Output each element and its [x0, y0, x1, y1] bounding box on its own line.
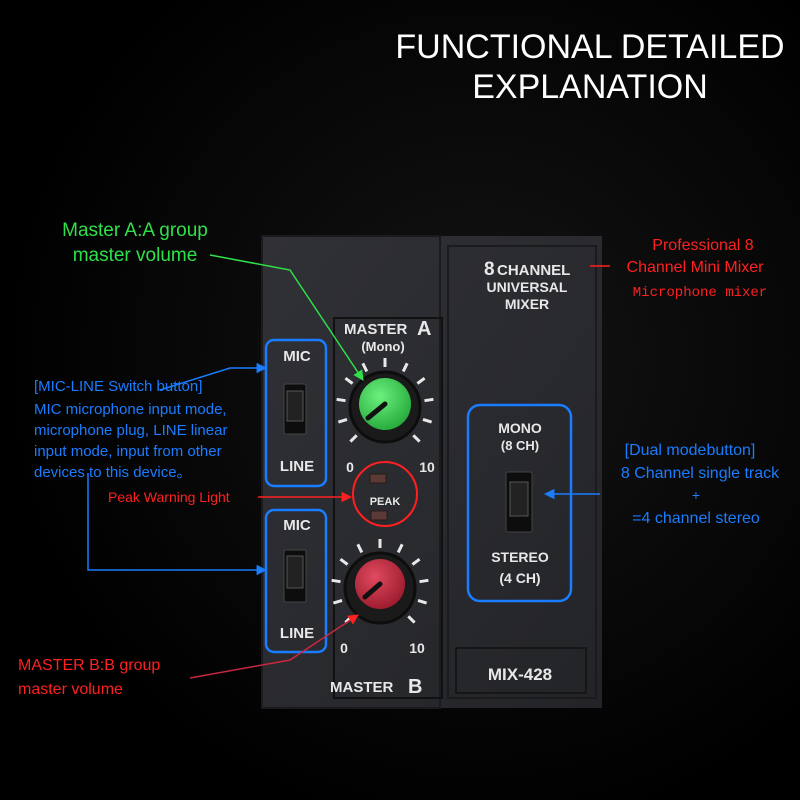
knob-b-scale-tick [332, 598, 343, 605]
panel-body [262, 236, 602, 708]
knob-a-scale-tick [349, 434, 358, 443]
annot-master-b-line-2: master volume [18, 681, 123, 698]
panel-right-section [447, 245, 597, 699]
brand-line-1: CHANNEL [497, 262, 570, 279]
mic-line-switch-b[interactable] [283, 549, 307, 603]
knob-a-scale-tick [416, 376, 426, 385]
knob-b-max-label: 10 [409, 640, 425, 656]
connector-lines [87, 254, 610, 679]
mic-line-switch-a[interactable] [283, 383, 307, 435]
switch-a-line-label: LINE [280, 458, 314, 475]
mode-switch-handle [509, 481, 529, 517]
connector-master-a [209, 254, 364, 381]
knob-b-scale-tick [339, 557, 349, 566]
peak-highlight-circle [352, 461, 418, 527]
knob-a-scale-tick [344, 376, 354, 385]
connector-switch-b [87, 473, 268, 576]
peak-led-bottom [370, 510, 388, 521]
knob-a-scale-tick [337, 417, 348, 424]
annot-mic-line-5: devices to this device。 [34, 464, 192, 481]
mono-stereo-switch[interactable] [505, 471, 533, 533]
knob-b-scale-tick [419, 578, 429, 584]
brand-line-3: MIXER [505, 296, 549, 312]
annot-peak: Peak Warning Light [108, 489, 230, 505]
knob-b-pointer [362, 581, 383, 600]
mixer-panel [261, 235, 602, 709]
master-a-mono-label: (Mono) [361, 339, 404, 354]
annot-mic-line-4: input mode, input from other [34, 443, 222, 460]
switch-b-line-label: LINE [280, 625, 314, 642]
model-frame [455, 647, 587, 694]
knob-a-min-label: 0 [346, 459, 354, 475]
master-b-letter: B [408, 676, 422, 698]
annot-mode-line-4: =4 channel stereo [632, 510, 760, 527]
knob-a-scale-tick [336, 397, 346, 403]
knob-a-scale-tick [361, 362, 369, 373]
annot-pro-line-2: Channel Mini Mixer [627, 259, 765, 276]
annot-mic-line-3: microphone plug, LINE linear [34, 422, 227, 439]
knob-b-scale-tick [417, 598, 428, 605]
model-label: MIX-428 [488, 665, 552, 684]
annot-mic-line-2: MIC microphone input mode, [34, 401, 227, 418]
peak-led-top [369, 473, 387, 484]
annot-mic-line-1: [MIC-LINE Switch button] [34, 378, 202, 395]
annot-mode-line-2: 8 Channel single track [621, 465, 780, 482]
knob-a-scale-tick [412, 434, 421, 443]
master-a-letter: A [417, 318, 431, 340]
mode-stereo-sub: (4 CH) [499, 570, 540, 586]
knob-b-scale [331, 539, 429, 624]
annot-pro-line-3: Microphone mixer [633, 285, 767, 301]
knob-b-scale-tick [407, 615, 416, 624]
mode-mono-label: MONO [498, 420, 542, 436]
brand-number: 8 [484, 259, 495, 280]
knob-b-min-label: 0 [340, 640, 348, 656]
peak-indicator: PEAK [369, 473, 401, 521]
switch-a-handle [286, 390, 304, 422]
knob-b-scale-tick [331, 578, 341, 584]
mode-mono-sub: (8 CH) [501, 438, 539, 453]
knob-a-max-label: 10 [419, 459, 435, 475]
annot-master-b-line-1: MASTER B:B group [18, 657, 160, 674]
title-line-2: EXPLANATION [472, 68, 708, 106]
annot-pro-line-1: Professional 8 [652, 237, 753, 254]
master-b-knob[interactable] [343, 551, 417, 625]
connector-switch-a [159, 362, 268, 391]
switch-b-highlight [264, 508, 328, 654]
annot-mode-line-1: [Dual modebutton] [625, 442, 756, 459]
knob-b-scale-tick [411, 557, 421, 566]
switch-b-handle [286, 555, 304, 589]
title-line-1: FUNCTIONAL DETAILED [395, 28, 784, 66]
knob-a-pointer [365, 401, 388, 421]
mode-switch-highlight [466, 403, 573, 603]
master-a-knob[interactable] [348, 370, 422, 444]
annot-master-a-line-1: Master A:A group [62, 220, 208, 241]
master-b-word: MASTER [330, 679, 394, 696]
brand-line-2: UNIVERSAL [487, 279, 568, 295]
panel-knob-frame [333, 317, 443, 699]
knob-b-scale-tick [356, 543, 364, 554]
knob-a-scale [336, 358, 434, 443]
switch-b-mic-label: MIC [283, 517, 311, 534]
connector-master-b [189, 614, 359, 679]
knob-b-scale-tick [396, 543, 404, 554]
knob-a-scale-tick [401, 362, 409, 373]
mode-stereo-label: STEREO [491, 549, 549, 565]
panel-left-section [261, 235, 441, 709]
master-a-word: MASTER [344, 321, 408, 338]
switch-a-mic-label: MIC [283, 348, 311, 365]
peak-label: PEAK [370, 496, 401, 508]
annot-mode-line-3: + [692, 487, 700, 503]
knob-a-scale-tick [424, 397, 434, 403]
switch-a-highlight [264, 338, 328, 488]
knob-a-scale-tick [422, 417, 433, 424]
annot-master-a-line-2: master volume [73, 245, 198, 266]
